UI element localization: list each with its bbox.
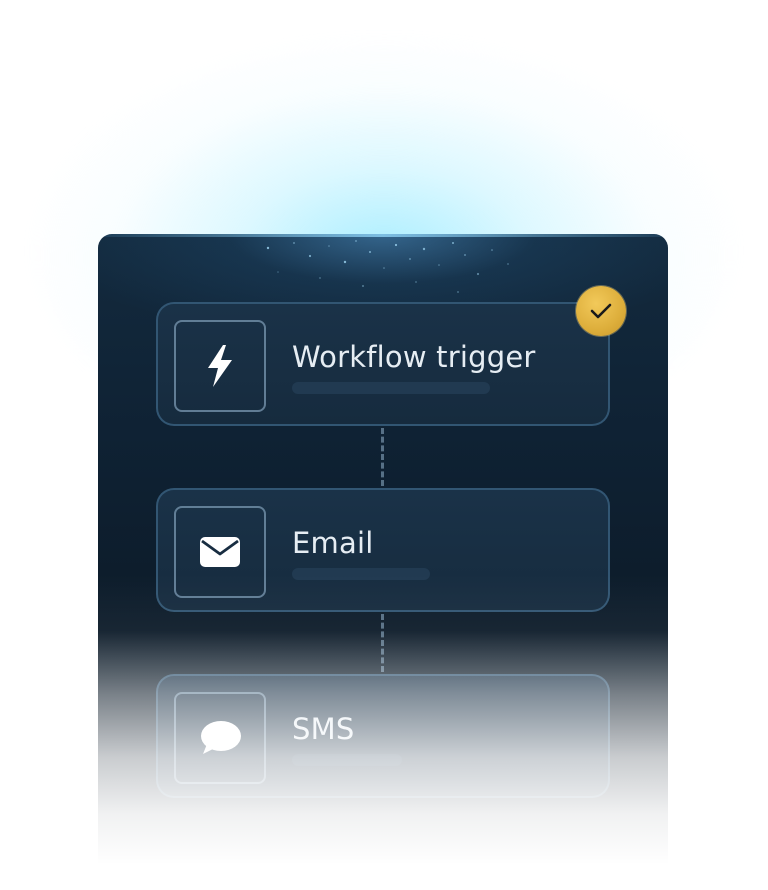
workflow-step-email[interactable]: Email	[156, 488, 610, 612]
lightning-bolt-icon	[208, 345, 232, 387]
step-title: Email	[292, 526, 374, 560]
step-placeholder-bar	[292, 568, 430, 580]
step-placeholder-bar	[292, 382, 490, 394]
workflow-step-trigger[interactable]: Workflow trigger	[156, 302, 610, 426]
workflow-step-sms[interactable]: SMS	[156, 674, 610, 798]
step-connector	[381, 428, 387, 486]
step-connector	[381, 614, 387, 672]
step-icon-frame	[174, 506, 266, 598]
step-icon-frame	[174, 692, 266, 784]
step-title: SMS	[292, 712, 355, 746]
completed-badge	[576, 286, 626, 336]
step-title: Workflow trigger	[292, 340, 536, 374]
sparkle-particles	[266, 240, 509, 293]
chat-bubble-icon	[201, 721, 241, 754]
envelope-icon	[200, 537, 240, 567]
checkmark-icon	[590, 303, 612, 319]
step-placeholder-bar	[292, 754, 402, 766]
workflow-panel: Workflow trigger Email	[98, 234, 668, 890]
step-icon-frame	[174, 320, 266, 412]
panel-top-highlight	[98, 234, 668, 237]
